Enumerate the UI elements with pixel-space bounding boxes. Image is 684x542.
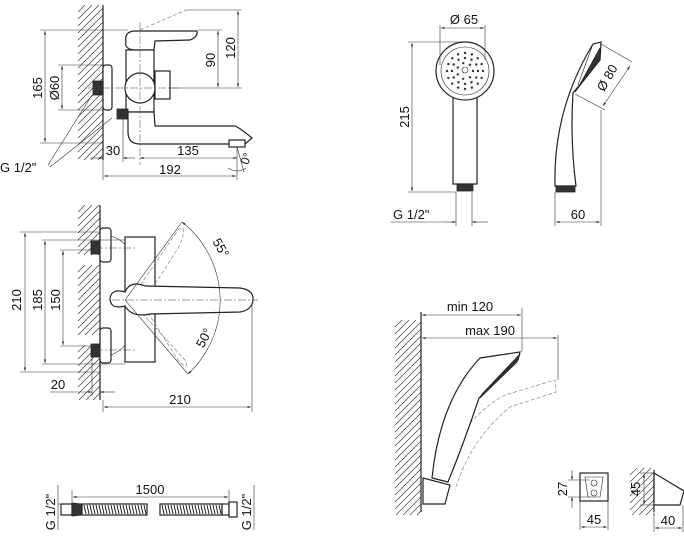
dim-192: 192 — [159, 162, 181, 177]
dim-185: 185 — [30, 289, 45, 311]
dim-120: 120 — [223, 37, 238, 59]
side-knob — [154, 70, 171, 100]
angle-0: 0° — [238, 151, 255, 167]
hose-view: 1500 G 1/2" G 1/2" — [43, 482, 255, 530]
lever-top — [109, 283, 254, 316]
mixer-side-view: 165 Ø60 90 120 30 135 192 G 1/2" 0° — [0, 4, 255, 180]
flange-upper — [99, 227, 112, 263]
dim-diameter-60: Ø60 — [47, 76, 62, 101]
dim-165: 165 — [30, 77, 45, 99]
hose-thread-left: G 1/2" — [43, 493, 58, 530]
dim-1500: 1500 — [136, 482, 165, 497]
hose-thread-right: G 1/2" — [239, 493, 254, 530]
thread-label: G 1/2" — [0, 160, 37, 175]
aerator — [228, 139, 246, 148]
dim-45-height: 45 — [628, 482, 643, 496]
wall-holder-view: min 120 max 190 — [394, 299, 559, 516]
dim-210-vertical: 210 — [9, 289, 24, 311]
dim-diameter-80: Ø 80 — [594, 62, 621, 94]
holder-side-view: 45 40 — [628, 467, 684, 532]
lever — [125, 30, 198, 51]
nut-upper — [90, 240, 101, 255]
dim-90: 90 — [203, 53, 218, 67]
dim-40: 40 — [661, 513, 675, 528]
wall-holder — [422, 477, 451, 505]
wall-hatch-small — [629, 467, 655, 516]
angle-50: 50° — [193, 326, 215, 350]
nozzle-pattern — [445, 51, 485, 91]
dim-min-120: min 120 — [447, 299, 493, 314]
wall-hatch-middle — [77, 264, 101, 336]
dim-max-190: max 190 — [465, 323, 515, 338]
dim-135: 135 — [177, 143, 199, 158]
dim-60: 60 — [571, 207, 585, 222]
spout — [127, 111, 253, 145]
holder-front-view: 27 45 — [555, 470, 609, 530]
hose-fitting-right — [228, 501, 238, 518]
dim-210-horizontal: 210 — [169, 392, 191, 407]
shower-side-body — [554, 41, 602, 187]
shower-connector — [456, 183, 474, 192]
shower-head — [435, 41, 495, 101]
hand-shower-front: Ø 65 215 G 1/2" — [390, 12, 495, 226]
flange-lower — [99, 327, 112, 364]
dim-215: 215 — [397, 106, 412, 128]
side-connector — [555, 185, 576, 193]
dim-150: 150 — [48, 289, 63, 311]
angle-55: 55° — [209, 235, 232, 260]
mixer-top-view: 55° 50° 210 185 150 20 210 — [9, 204, 258, 412]
dim-45-width: 45 — [587, 512, 601, 527]
hose-fitting-left — [60, 503, 73, 516]
shower-thread-label: G 1/2" — [393, 207, 430, 222]
dim-30: 30 — [106, 143, 120, 158]
dim-20: 20 — [51, 377, 65, 392]
wall-flange — [102, 64, 113, 111]
wall-hatch-holder — [394, 319, 422, 516]
holder-front — [579, 472, 609, 502]
holder-side — [653, 471, 684, 506]
hand-shower-side: Ø 80 60 — [554, 41, 633, 226]
connection-nut-lower — [116, 108, 129, 120]
dim-27: 27 — [555, 482, 570, 496]
dim-diameter-65: Ø 65 — [450, 12, 478, 27]
shower-min-position — [431, 351, 521, 483]
shower-handle — [452, 87, 478, 185]
nut-lower — [90, 343, 101, 358]
